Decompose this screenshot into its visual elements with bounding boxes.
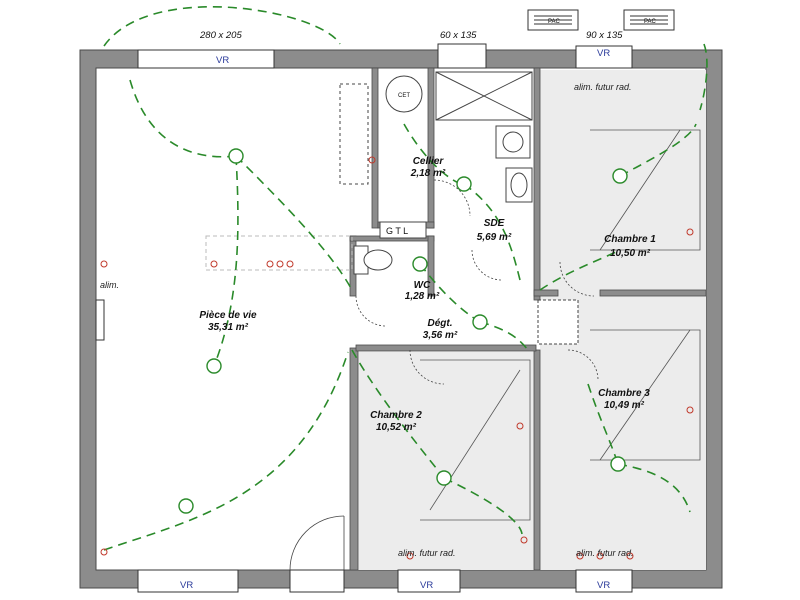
pac-label-1: PAC — [548, 19, 561, 25]
room-name-piece-de-vie: Pièce de vie — [199, 310, 257, 321]
chambre2-floor — [352, 352, 538, 570]
dim-window-sde: 60 x 135 — [440, 30, 477, 41]
room-area-degt: 3,56 m² — [423, 330, 458, 341]
pac-label-2: PAC — [644, 19, 657, 25]
gtl-box — [379, 221, 427, 239]
counter — [339, 83, 369, 185]
room-area-sde: 5,69 m² — [477, 232, 512, 243]
degt-floor — [352, 292, 538, 350]
room-name-wc: WC — [414, 280, 431, 291]
dim-window-living: 280 x 205 — [199, 30, 242, 41]
vr-ch2-bottom: VR — [420, 580, 433, 591]
alim-futur-rad-ch1: alim. futur rad. — [574, 82, 632, 92]
window-ch3-bottom — [575, 569, 633, 593]
room-name-chambre3: Chambre 3 — [598, 388, 650, 399]
room-area-chambre1: 10,50 m² — [610, 248, 651, 259]
vr-ch1-top: VR — [597, 48, 610, 59]
cet-label: CET — [398, 93, 410, 99]
door-entry-bottom — [289, 569, 345, 593]
room-name-sde: SDE — [484, 218, 505, 229]
stair-hatch — [537, 299, 579, 345]
room-name-chambre2: Chambre 2 — [370, 410, 422, 421]
room-area-piece-de-vie: 35,31 m² — [208, 322, 249, 333]
outlets — [100, 156, 694, 560]
room-name-chambre1: Chambre 1 — [604, 234, 656, 245]
window-ch2-bottom — [397, 569, 461, 593]
wardrobes — [420, 129, 701, 521]
window-living-left — [95, 299, 105, 341]
vr-ch3-bottom: VR — [597, 580, 610, 591]
alim-futur-rad-ch2: alim. futur rad. — [398, 548, 456, 558]
window-sde-top — [437, 43, 487, 69]
vr-living-top: VR — [216, 55, 229, 66]
room-area-chambre3: 10,49 m² — [604, 400, 645, 411]
room-name-cellier: Cellier — [413, 156, 445, 167]
room-area-chambre2: 10,52 m² — [376, 422, 417, 433]
alim-futur-rad-ch3: alim. futur rad. — [576, 548, 634, 558]
gtl-label: G T L — [386, 226, 408, 236]
fixtures — [205, 71, 579, 345]
dim-window-ch1: 90 x 135 — [586, 30, 623, 41]
room-area-cellier: 2,18 m² — [410, 168, 446, 179]
doors — [289, 179, 599, 571]
window-ch1-top — [575, 45, 633, 69]
window-frames — [95, 43, 633, 593]
alim-label: alim. — [100, 280, 119, 290]
table — [205, 235, 353, 271]
room-name-degt: Dégt. — [428, 318, 453, 329]
washbasin — [505, 167, 533, 203]
vr-living-bottom: VR — [180, 580, 193, 591]
window-living-top — [137, 49, 275, 69]
room-area-wc: 1,28 m² — [405, 291, 440, 302]
window-living-bottom — [137, 569, 239, 593]
light-points — [178, 148, 628, 514]
toilet-bowl — [363, 249, 393, 271]
water-heater — [385, 75, 423, 113]
washing-machine — [495, 125, 531, 159]
pac-units — [527, 9, 675, 31]
